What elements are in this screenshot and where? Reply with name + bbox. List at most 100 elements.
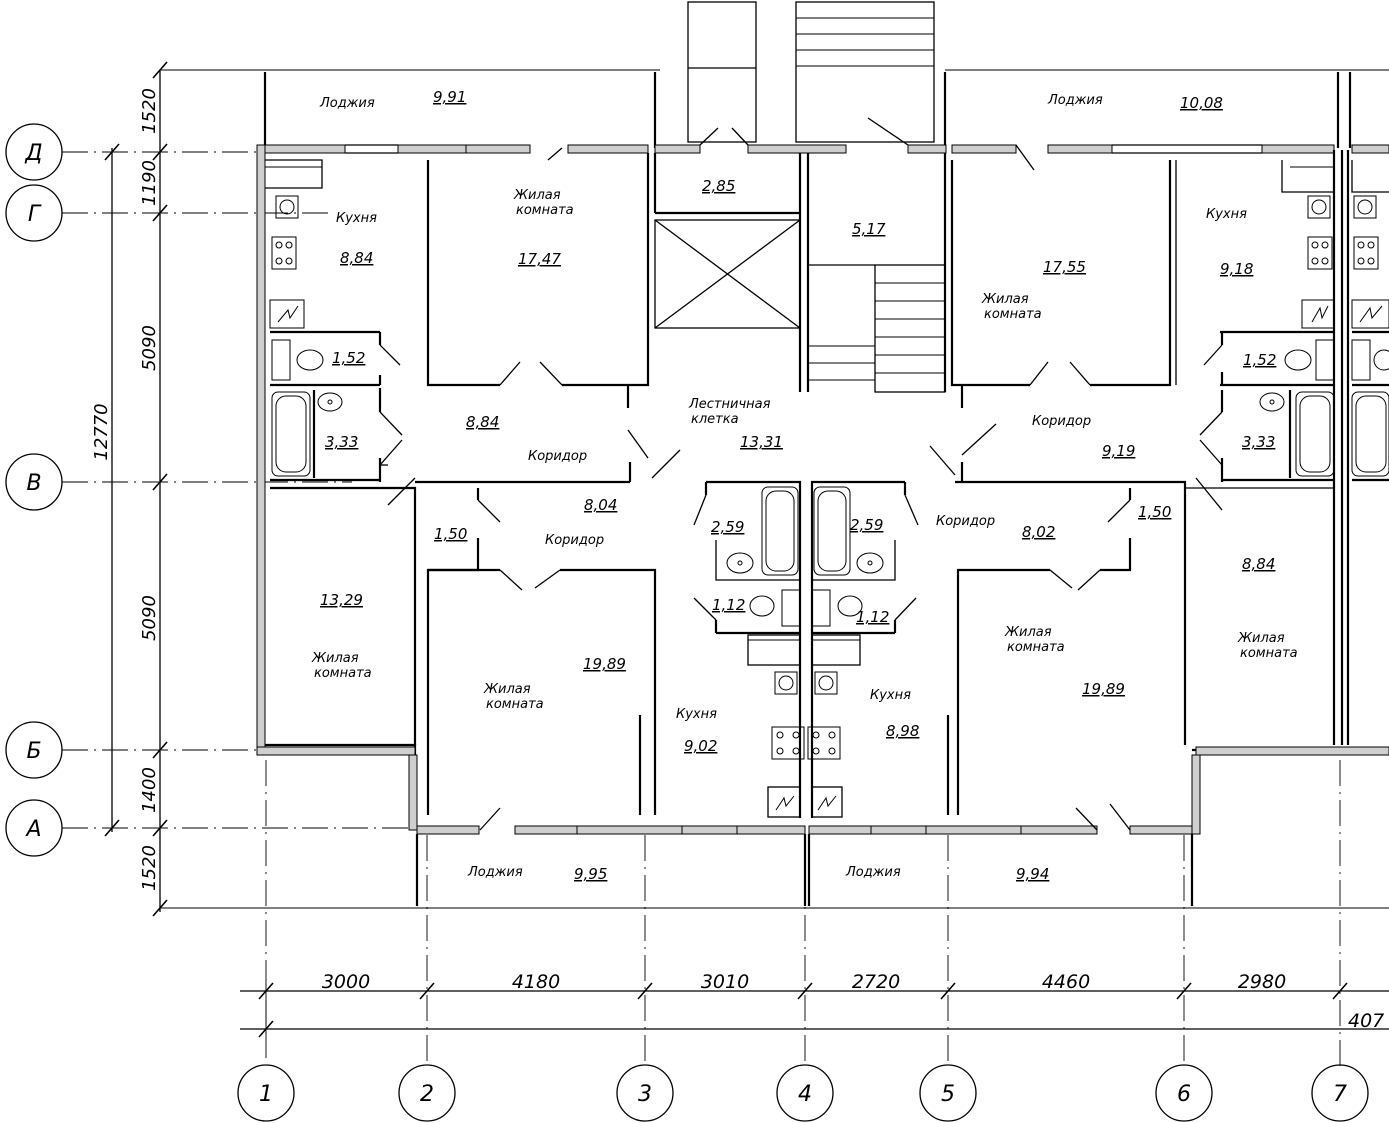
axis-bubble-3: 3	[616, 1064, 674, 1122]
vertical-dimensions: 1520 1190 5090 5090 1400 1520 12770	[91, 61, 1389, 917]
dim-h-total: 407	[1348, 1010, 1384, 1032]
room-area: 8,84	[466, 413, 499, 431]
toilet-icon	[271, 339, 324, 381]
dim-v-1520-top: 1520	[139, 88, 160, 134]
room-area: 13,31	[740, 433, 783, 451]
room-area: 10,08	[1180, 94, 1223, 112]
bathtub-icon	[271, 391, 311, 477]
dim-h-4180: 4180	[512, 971, 560, 993]
svg-text:5: 5	[941, 1082, 955, 1107]
room-area: 5,17	[852, 220, 886, 238]
stove-icon	[1307, 236, 1333, 270]
dim-h-3010: 3010	[701, 971, 749, 993]
dim-v-1520-bottom: 1520	[139, 845, 160, 891]
axis-bubble-v: В	[5, 453, 63, 511]
room-area: 13,29	[320, 591, 363, 609]
room-area: 8,98	[886, 722, 919, 740]
stove-icon	[771, 726, 805, 760]
room-area: 19,89	[583, 655, 626, 673]
stove-icon	[1353, 236, 1379, 270]
room-name: Лоджия	[845, 865, 901, 880]
toilet-icon	[749, 589, 801, 627]
room-area: 9,19	[1102, 442, 1135, 460]
svg-text:Г: Г	[28, 202, 42, 227]
room-name: Лоджия	[1047, 93, 1103, 108]
room-name: Коридор	[1032, 414, 1091, 429]
washbasin-icon	[856, 552, 884, 574]
toilet-icon	[1284, 339, 1335, 381]
room-area: 1,52	[1243, 351, 1276, 369]
room-area: 9,95	[574, 865, 607, 883]
room-area: 9,91	[433, 88, 466, 106]
dim-v-1400: 1400	[139, 767, 160, 813]
room-area: 1,50	[434, 525, 467, 543]
room-name: Коридор	[545, 533, 604, 548]
room-name: Кухня	[870, 688, 911, 703]
dim-h-2980: 2980	[1238, 971, 1286, 993]
room-area: 9,94	[1016, 865, 1049, 883]
room-area: 2,59	[850, 516, 883, 534]
toilet-icon	[811, 589, 863, 627]
axis-bubbles-numbers: 1 2 3 4 5 6 7	[237, 1064, 1369, 1122]
washbasin-icon	[726, 552, 754, 574]
bathtub-icon	[761, 486, 799, 576]
dim-v-5090-top: 5090	[139, 325, 160, 371]
axis-bubble-2: 2	[398, 1064, 456, 1122]
room-area: 2,59	[711, 518, 744, 536]
room-area: 1,12	[856, 608, 889, 626]
axis-bubble-g: Г	[5, 184, 63, 242]
washbasin-icon	[1259, 392, 1285, 412]
svg-text:2: 2	[420, 1082, 434, 1107]
svg-text:В: В	[26, 471, 41, 496]
axis-bubble-5: 5	[919, 1064, 977, 1122]
room-area: 17,55	[1043, 258, 1086, 276]
axis-bubble-7: 7	[1311, 1064, 1369, 1122]
svg-text:7: 7	[1333, 1082, 1347, 1107]
dim-h-3000: 3000	[322, 971, 370, 993]
walls	[256, 1, 1389, 906]
bathtub-icon	[813, 486, 851, 576]
stove-icon	[271, 236, 297, 270]
svg-text:А: А	[24, 817, 41, 842]
room-area: 1,52	[332, 349, 365, 367]
room-area: 9,02	[684, 737, 717, 755]
bathtub-icon	[1351, 391, 1389, 477]
washbasin-icon	[317, 392, 343, 412]
svg-text:3: 3	[638, 1082, 652, 1107]
room-name: Кухня	[1206, 207, 1247, 222]
axis-bubble-6: 6	[1155, 1064, 1213, 1122]
room-area: 1,12	[712, 596, 745, 614]
doors	[379, 117, 1223, 831]
dim-v-1190: 1190	[139, 160, 160, 206]
axis-bubble-a: А	[5, 799, 63, 857]
bathtub-icon	[1295, 391, 1335, 477]
room-area: 19,89	[1082, 680, 1125, 698]
room-name: Коридор	[528, 449, 587, 464]
room-area: 8,84	[1242, 555, 1275, 573]
horizontal-dimensions: 3000 4180 3010 2720 4460 2980 407	[240, 971, 1389, 1040]
stove-icon	[807, 726, 841, 760]
room-area: 2,85	[702, 177, 735, 195]
axis-bubble-d: Д	[5, 123, 63, 181]
svg-text:1: 1	[259, 1082, 273, 1107]
room-area: 8,04	[584, 496, 617, 514]
room-area: 9,18	[1220, 260, 1253, 278]
dim-h-4460: 4460	[1042, 971, 1090, 993]
toilet-icon	[1351, 339, 1389, 381]
room-area: 1,50	[1138, 503, 1171, 521]
room-area: 3,33	[1242, 433, 1275, 451]
axis-bubble-b: Б	[5, 721, 63, 779]
axis-bubble-4: 4	[776, 1064, 834, 1122]
axis-bubble-1: 1	[237, 1064, 295, 1122]
room-name: Лоджия	[467, 865, 523, 880]
svg-text:Б: Б	[26, 739, 41, 764]
dim-v-5090-bottom: 5090	[139, 595, 160, 641]
